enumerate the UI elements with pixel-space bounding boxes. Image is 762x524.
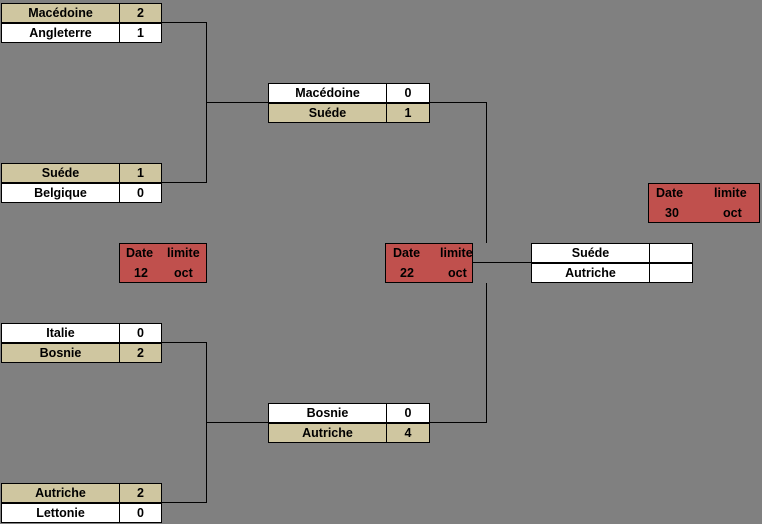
- r1-m3-team1: Italie: [1, 323, 120, 343]
- r2-m2-team2: Autriche: [268, 423, 387, 443]
- deadline-day: 12: [134, 266, 148, 280]
- r1-m4-team2: Lettonie: [1, 503, 120, 523]
- r2-m2-score1: 0: [386, 403, 430, 423]
- r1-m3-team2: Bosnie: [1, 343, 120, 363]
- deadline-round1: Date limite 12 oct: [119, 243, 207, 283]
- deadline-date-label: Date: [393, 246, 421, 260]
- r2-m2-score2: 4: [386, 423, 430, 443]
- deadline-month: oct: [723, 206, 742, 220]
- connector-to-final: [473, 262, 531, 263]
- r1-m2-team1: Suéde: [1, 163, 120, 183]
- r1-m2-team2: Belgique: [1, 183, 120, 203]
- connector-r2-m1-out: [430, 102, 487, 103]
- deadline-limit-label: limite: [440, 246, 473, 260]
- deadline-month: oct: [448, 266, 467, 280]
- deadline-final: Date limite 30 oct: [648, 183, 760, 223]
- r1-m1-score1: 2: [119, 3, 162, 23]
- connector-r2-m2-out: [430, 422, 487, 423]
- r2-m1-score1: 0: [386, 83, 430, 103]
- final-team1: Suéde: [531, 243, 650, 263]
- connector-r1-m1-out: [162, 22, 207, 23]
- r1-m1-team2: Angleterre: [1, 23, 120, 43]
- connector-r2-vertical: [486, 102, 487, 243]
- deadline-limit-label: limite: [714, 186, 747, 200]
- deadline-date-label: Date: [126, 246, 154, 260]
- r1-m1-team1: Macédoine: [1, 3, 120, 23]
- r1-m1-score2: 1: [119, 23, 162, 43]
- deadline-day: 22: [400, 266, 414, 280]
- connector-r1-bottom-to-r2: [206, 422, 268, 423]
- deadline-round2: Date limite 22 oct: [385, 243, 473, 283]
- deadline-month: oct: [174, 266, 193, 280]
- r1-m4-score2: 0: [119, 503, 162, 523]
- connector-r1-m4-out: [162, 502, 207, 503]
- r2-m2-team1: Bosnie: [268, 403, 387, 423]
- r1-m3-score2: 2: [119, 343, 162, 363]
- final-score1: [649, 243, 693, 263]
- connector-r1-m2-out: [162, 182, 207, 183]
- r2-m1-score2: 1: [386, 103, 430, 123]
- connector-r1-top-to-r2: [206, 102, 268, 103]
- r1-m2-score1: 1: [119, 163, 162, 183]
- connector-r2-vertical-lower: [486, 283, 487, 423]
- r1-m4-team1: Autriche: [1, 483, 120, 503]
- r1-m2-score2: 0: [119, 183, 162, 203]
- final-team2: Autriche: [531, 263, 650, 283]
- final-score2: [649, 263, 693, 283]
- deadline-limit-label: limite: [167, 246, 200, 260]
- connector-r1-m3-out: [162, 342, 207, 343]
- r2-m1-team2: Suéde: [268, 103, 387, 123]
- r2-m1-team1: Macédoine: [268, 83, 387, 103]
- r1-m4-score1: 2: [119, 483, 162, 503]
- deadline-day: 30: [665, 206, 679, 220]
- deadline-date-label: Date: [656, 186, 684, 200]
- r1-m3-score1: 0: [119, 323, 162, 343]
